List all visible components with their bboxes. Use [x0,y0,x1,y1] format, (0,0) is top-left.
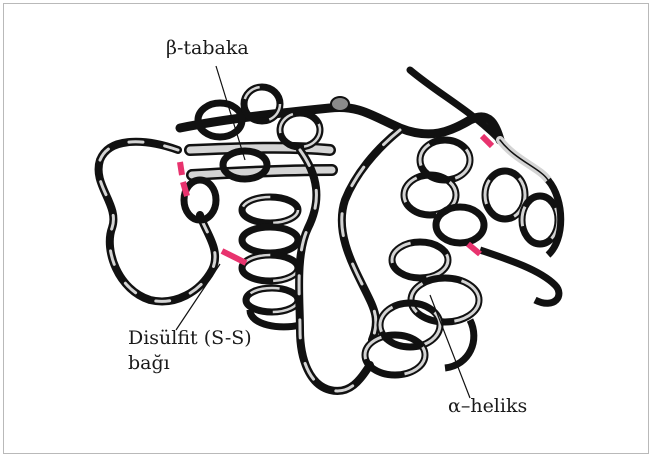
disulfide-bond-5 [468,244,480,254]
alpha-helix-leader [430,295,470,398]
disulfide-bond-1 [180,162,182,175]
beta-sheet-label: β-tabaka [166,37,249,60]
top-blob [331,97,349,111]
alpha-helix-label: α–heliks [448,395,527,418]
disulfide-label-line2: bağı [128,352,170,375]
middle-loop [299,130,400,391]
disulfide-bond-2 [183,182,187,196]
center-left-helix [242,197,300,327]
disulfide-bond-4 [482,136,492,146]
disulfide-bond-3 [222,251,246,263]
disulfide-label-line1: Disülfit (S-S) [128,327,252,350]
lower-right-helix [365,242,479,375]
